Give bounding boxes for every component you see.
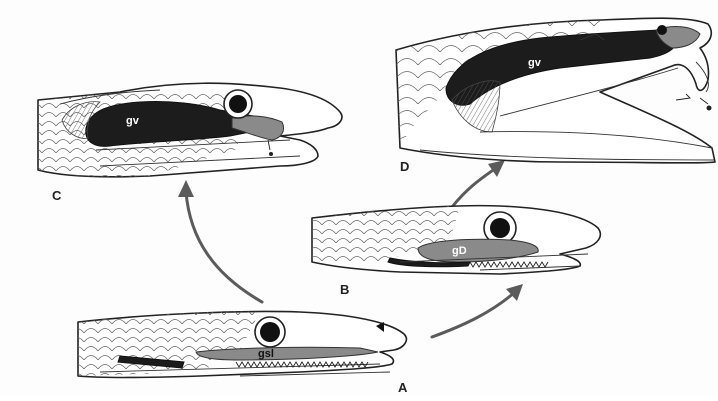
gland-label-d: gv [528,57,542,69]
arrow-a-to-c [178,180,262,302]
snake-head-c: gv C [38,83,342,203]
gland-label-c: gv [126,115,140,127]
snake-head-b: gD B [312,206,600,297]
arrow-a-to-b [432,284,523,337]
arrow-b-to-d [452,160,505,207]
gland-label-a: gsl [258,348,274,360]
gland-label-b: gD [452,245,467,257]
snake-head-a: gsl A [78,311,408,395]
snake-head-d: gv D [396,18,715,174]
panel-letter-b: B [340,282,349,297]
panel-letter-d: D [400,159,409,174]
panel-letter-c: C [52,188,62,203]
panel-letter-a: A [398,380,408,395]
